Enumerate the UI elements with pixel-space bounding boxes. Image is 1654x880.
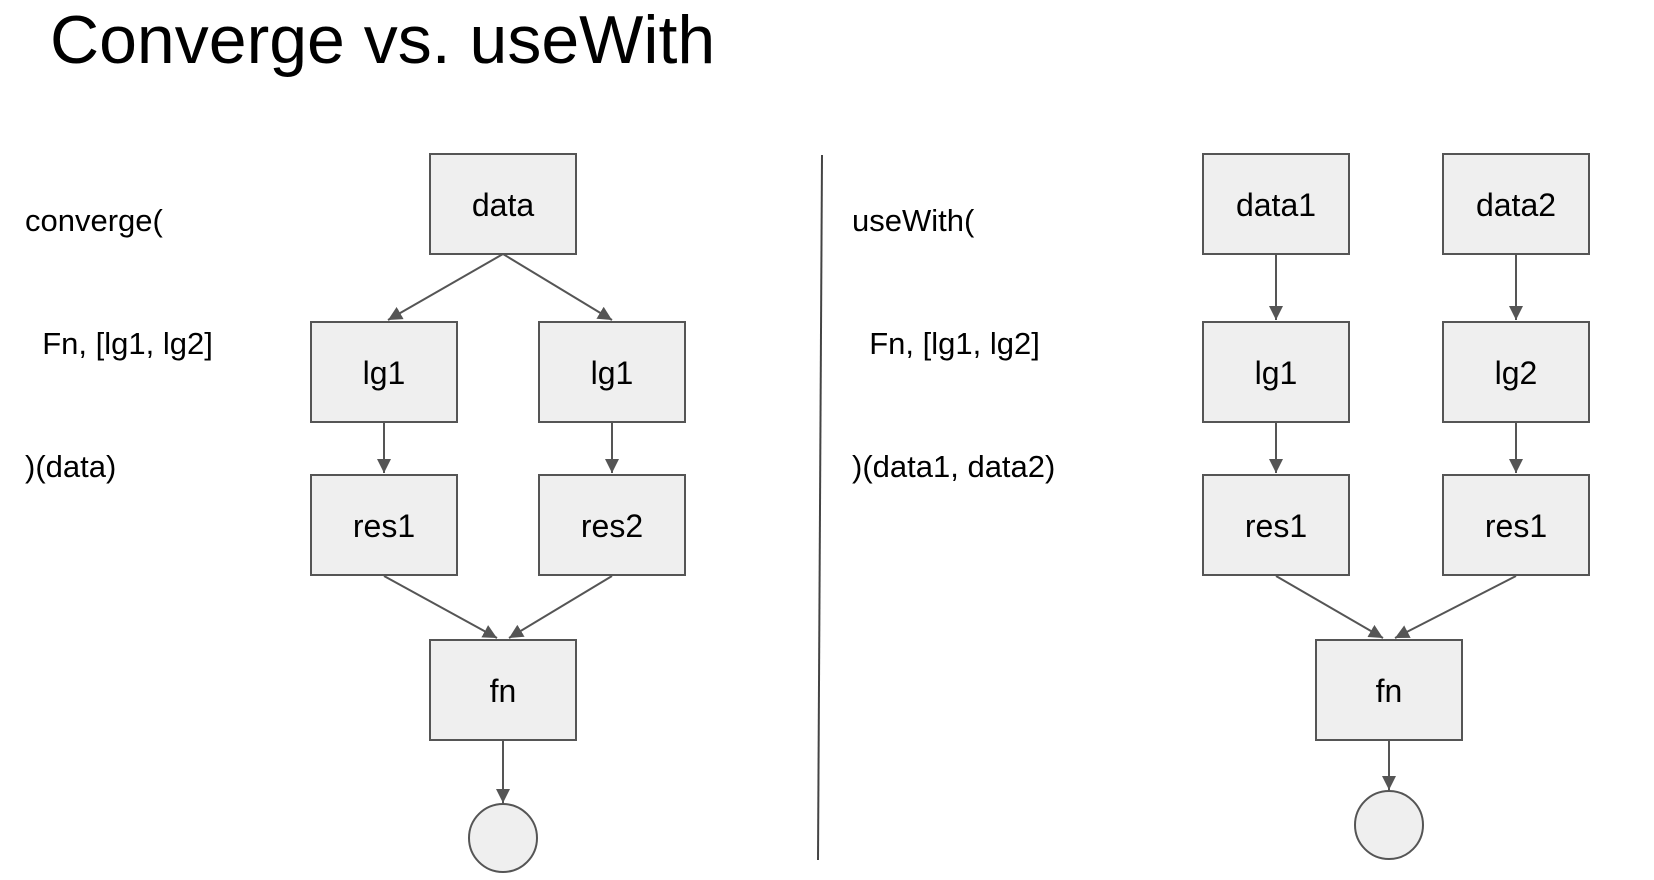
node-data2: data2 (1442, 153, 1590, 255)
node-data: data (429, 153, 577, 255)
edge-arrow (502, 253, 613, 321)
output-circle (1354, 790, 1424, 860)
code-line: useWith( (852, 203, 975, 238)
edge-arrow (1275, 575, 1384, 639)
converge-diagram: data lg1 lg1 res1 res2 fn (310, 153, 686, 873)
node-lg1-right: lg1 (538, 321, 686, 423)
node-label: data2 (1476, 187, 1556, 223)
node-lg1-left: lg1 (310, 321, 458, 423)
node-label: fn (1376, 673, 1403, 709)
usewith-diagram: data1 data2 lg1 lg2 res1 res1 fn (1202, 153, 1590, 860)
node-fn: fn (1315, 639, 1463, 741)
edge-arrow (383, 575, 498, 639)
usewith-code-snippet: useWith( Fn, [lg1, lg2] )(data1, data2) (852, 118, 1055, 528)
node-label: data (472, 187, 534, 223)
node-label: lg2 (1495, 355, 1538, 391)
edge-arrow (508, 575, 613, 639)
node-label: lg1 (1255, 355, 1298, 391)
edge-arrow (1394, 575, 1517, 639)
node-fn: fn (429, 639, 577, 741)
code-line: )(data) (25, 449, 117, 484)
node-res2: res2 (538, 474, 686, 576)
node-res1-right: res1 (1442, 474, 1590, 576)
node-data1: data1 (1202, 153, 1350, 255)
node-label: res2 (581, 508, 643, 544)
slide-title: Converge vs. useWith (50, 2, 716, 78)
node-lg1: lg1 (1202, 321, 1350, 423)
node-label: lg1 (363, 355, 406, 391)
node-label: data1 (1236, 187, 1316, 223)
code-line: )(data1, data2) (852, 449, 1056, 484)
node-label: res1 (353, 508, 415, 544)
code-line: Fn, [lg1, lg2] (852, 326, 1040, 361)
node-label: res1 (1485, 508, 1547, 544)
edge-arrow (387, 253, 504, 321)
node-lg2: lg2 (1442, 321, 1590, 423)
node-res1: res1 (310, 474, 458, 576)
code-line: Fn, [lg1, lg2] (25, 326, 213, 361)
section-divider (817, 154, 823, 861)
node-label: res1 (1245, 508, 1307, 544)
node-label: lg1 (591, 355, 634, 391)
code-line: converge( (25, 203, 163, 238)
converge-code-snippet: converge( Fn, [lg1, lg2] )(data) (25, 118, 213, 528)
output-circle (468, 803, 538, 873)
node-label: fn (490, 673, 517, 709)
node-res1-left: res1 (1202, 474, 1350, 576)
